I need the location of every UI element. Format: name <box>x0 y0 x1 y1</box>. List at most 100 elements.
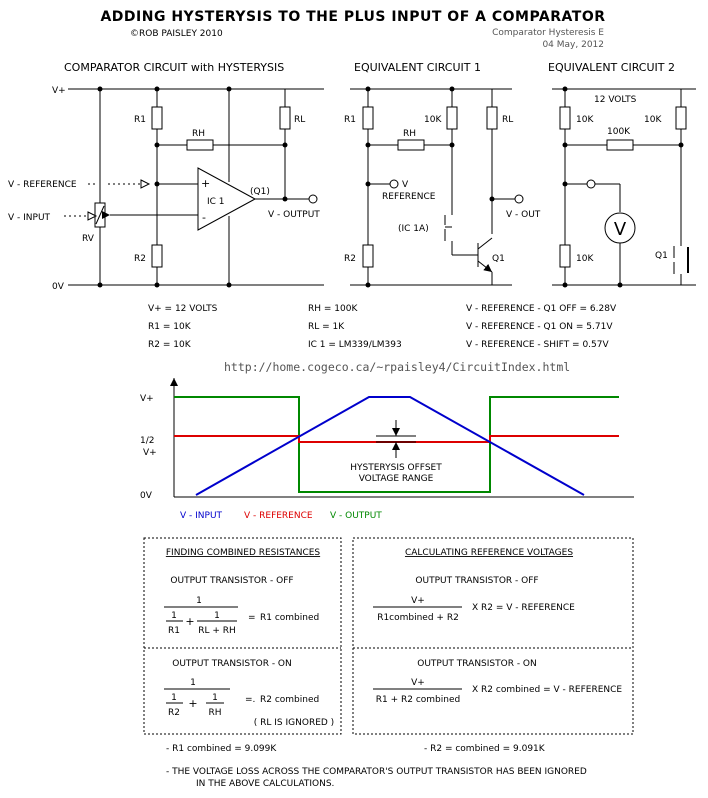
rh-label: RH <box>192 129 205 139</box>
footnote-line1: - THE VOLTAGE LOSS ACROSS THE COMPARATOR… <box>166 767 587 777</box>
ytick-vplus: V+ <box>140 394 154 404</box>
frac-off-n2: 1 <box>214 611 220 621</box>
rh-resistor <box>186 139 214 151</box>
eq2-voltmeter-label: V <box>614 219 627 240</box>
calc-right-box: CALCULATING REFERENCE VOLTAGES OUTPUT TR… <box>352 537 634 735</box>
r1-label: R1 <box>134 115 146 125</box>
value-vplus: V+ = 12 VOLTS <box>148 304 218 314</box>
comparator-ic1 <box>197 167 257 231</box>
rl-resistor <box>279 106 291 130</box>
eq2-volts-label: 12 VOLTS <box>594 95 637 105</box>
eq1-v-label: V <box>402 180 409 190</box>
frac-on-one: 1 <box>190 678 196 688</box>
eq1-reference-label: REFERENCE <box>382 192 436 202</box>
eq1-vref-terminal <box>389 179 399 189</box>
eq1-r2-resistor <box>362 244 374 268</box>
ref-off-den: R1combined + R2 <box>377 613 459 623</box>
rv-label: RV <box>82 234 95 244</box>
series-output-line <box>174 396 619 493</box>
frac-off-result: R1 combined <box>260 613 319 623</box>
frac-on-d2: RH <box>208 708 221 718</box>
plus-input-sign: + <box>201 177 210 190</box>
equivalent-circuit-1: EQUIVALENT CIRCUIT 1 R1 R2 RH 10K RL V R… <box>344 61 541 288</box>
ref-off-rhs: X R2 = V - REFERENCE <box>472 603 575 613</box>
hysteresis-waveform-chart: V+ 1/2 V+ 0V HYSTERYSIS OFFSET VOLTAGE R… <box>140 378 634 521</box>
eq2-r-top-left-label: 10K <box>576 115 594 125</box>
calc-right-on-title: OUTPUT TRANSISTOR - ON <box>417 659 537 669</box>
eq2-q1-label: Q1 <box>655 251 668 261</box>
ref-on-den: R1 + R2 combined <box>376 695 460 705</box>
value-r1: R1 = 10K <box>148 322 192 332</box>
frac-off-n1: 1 <box>171 611 177 621</box>
vin-label: V - INPUT <box>8 213 51 223</box>
eq1-r1-label: R1 <box>344 115 356 125</box>
calc-left-off-title: OUTPUT TRANSISTOR - OFF <box>170 576 293 586</box>
frac-on-n1: 1 <box>171 693 177 703</box>
frac-off-plus: + <box>185 615 194 628</box>
value-vref-shift: V - REFERENCE - SHIFT = 0.57V <box>466 340 609 350</box>
calc-left-on-title: OUTPUT TRANSISTOR - ON <box>172 659 292 669</box>
author-credit: ©ROB PAISLEY 2010 <box>130 29 223 39</box>
main-circuit: COMPARATOR CIRCUIT with HYSTERYSIS V+ 0V… <box>8 61 324 292</box>
eq2-100k-label: 100K <box>607 127 631 137</box>
value-rh: RH = 100K <box>308 304 358 314</box>
legend-input: V - INPUT <box>180 511 223 521</box>
value-rl: RL = 1K <box>308 322 345 332</box>
frac-on-d1: R2 <box>168 708 180 718</box>
r2-label: R2 <box>134 254 146 264</box>
rl-label: RL <box>294 115 305 125</box>
frac-on-plus: + <box>188 697 197 710</box>
eq2-r-top-right-label: 10K <box>644 115 662 125</box>
eq1-vout-label: V - OUT <box>506 210 541 220</box>
rl-ignored-note: ( RL IS IGNORED ) <box>254 718 334 728</box>
eq2-probe-terminal <box>586 179 596 189</box>
result-r1-combined: - R1 combined = 9.099K <box>166 744 277 754</box>
minus-input-sign: - <box>202 211 206 224</box>
doc-date: 04 May, 2012 <box>542 40 604 50</box>
ic1-label: IC 1 <box>207 197 225 207</box>
eq2-r-bottom-left <box>559 244 571 268</box>
doc-subtitle: Comparator Hysteresis E <box>492 28 604 38</box>
eq1-rh-resistor <box>397 139 425 151</box>
main-circuit-title: COMPARATOR CIRCUIT with HYSTERYSIS <box>64 61 284 74</box>
eq1-10k-label: 10K <box>424 115 442 125</box>
eq2-r-top-left <box>559 106 571 130</box>
frac-on-n2: 1 <box>212 693 218 703</box>
equivalent-circuit-2: EQUIVALENT CIRCUIT 2 12 VOLTS 10K 10K 10… <box>548 61 696 288</box>
ytick-half: 1/2 <box>140 436 154 446</box>
calc-right-off-title: OUTPUT TRANSISTOR - OFF <box>415 576 538 586</box>
eq1-out-terminal <box>514 194 524 204</box>
r2-resistor <box>151 244 163 268</box>
series-reference-line <box>174 435 619 443</box>
annotation-line2: VOLTAGE RANGE <box>359 474 434 484</box>
q1-label: (Q1) <box>250 187 270 197</box>
value-r2: R2 = 10K <box>148 340 192 350</box>
ytick-zero: 0V <box>140 491 153 501</box>
calc-right-title: CALCULATING REFERENCE VOLTAGES <box>405 548 573 558</box>
eq1-q1-label: Q1 <box>492 254 505 264</box>
legend-reference: V - REFERENCE <box>244 511 313 521</box>
calc-left-box: FINDING COMBINED RESISTANCES OUTPUT TRAN… <box>143 537 342 735</box>
page-title: ADDING HYSTERYSIS TO THE PLUS INPUT OF A… <box>100 9 605 25</box>
vref-label: V - REFERENCE <box>8 180 77 190</box>
eq1-ic1a-label: (IC 1A) <box>398 224 429 234</box>
ref-off-num: V+ <box>411 596 425 606</box>
ref-on-rhs: X R2 combined = V - REFERENCE <box>472 685 622 695</box>
vplus-label: V+ <box>52 86 66 96</box>
eq1-title: EQUIVALENT CIRCUIT 1 <box>354 61 481 74</box>
eq1-rl-resistor <box>486 106 498 130</box>
annotation-line1: HYSTERYSIS OFFSET <box>350 463 442 473</box>
value-ic1: IC 1 = LM339/LM393 <box>308 340 402 350</box>
frac-on-eq: =. <box>245 695 255 705</box>
series-input-line <box>195 396 585 496</box>
eq2-r-bottom-left-label: 10K <box>576 254 594 264</box>
frac-off-d2: RL + RH <box>198 626 236 636</box>
vout-label: V - OUTPUT <box>268 210 320 220</box>
component-values: V+ = 12 VOLTS R1 = 10K R2 = 10K RH = 100… <box>148 304 617 350</box>
legend-output: V - OUTPUT <box>330 511 382 521</box>
eq1-rh-label: RH <box>403 129 416 139</box>
ytick-half-vplus: V+ <box>143 448 157 458</box>
r1-resistor <box>151 106 163 130</box>
